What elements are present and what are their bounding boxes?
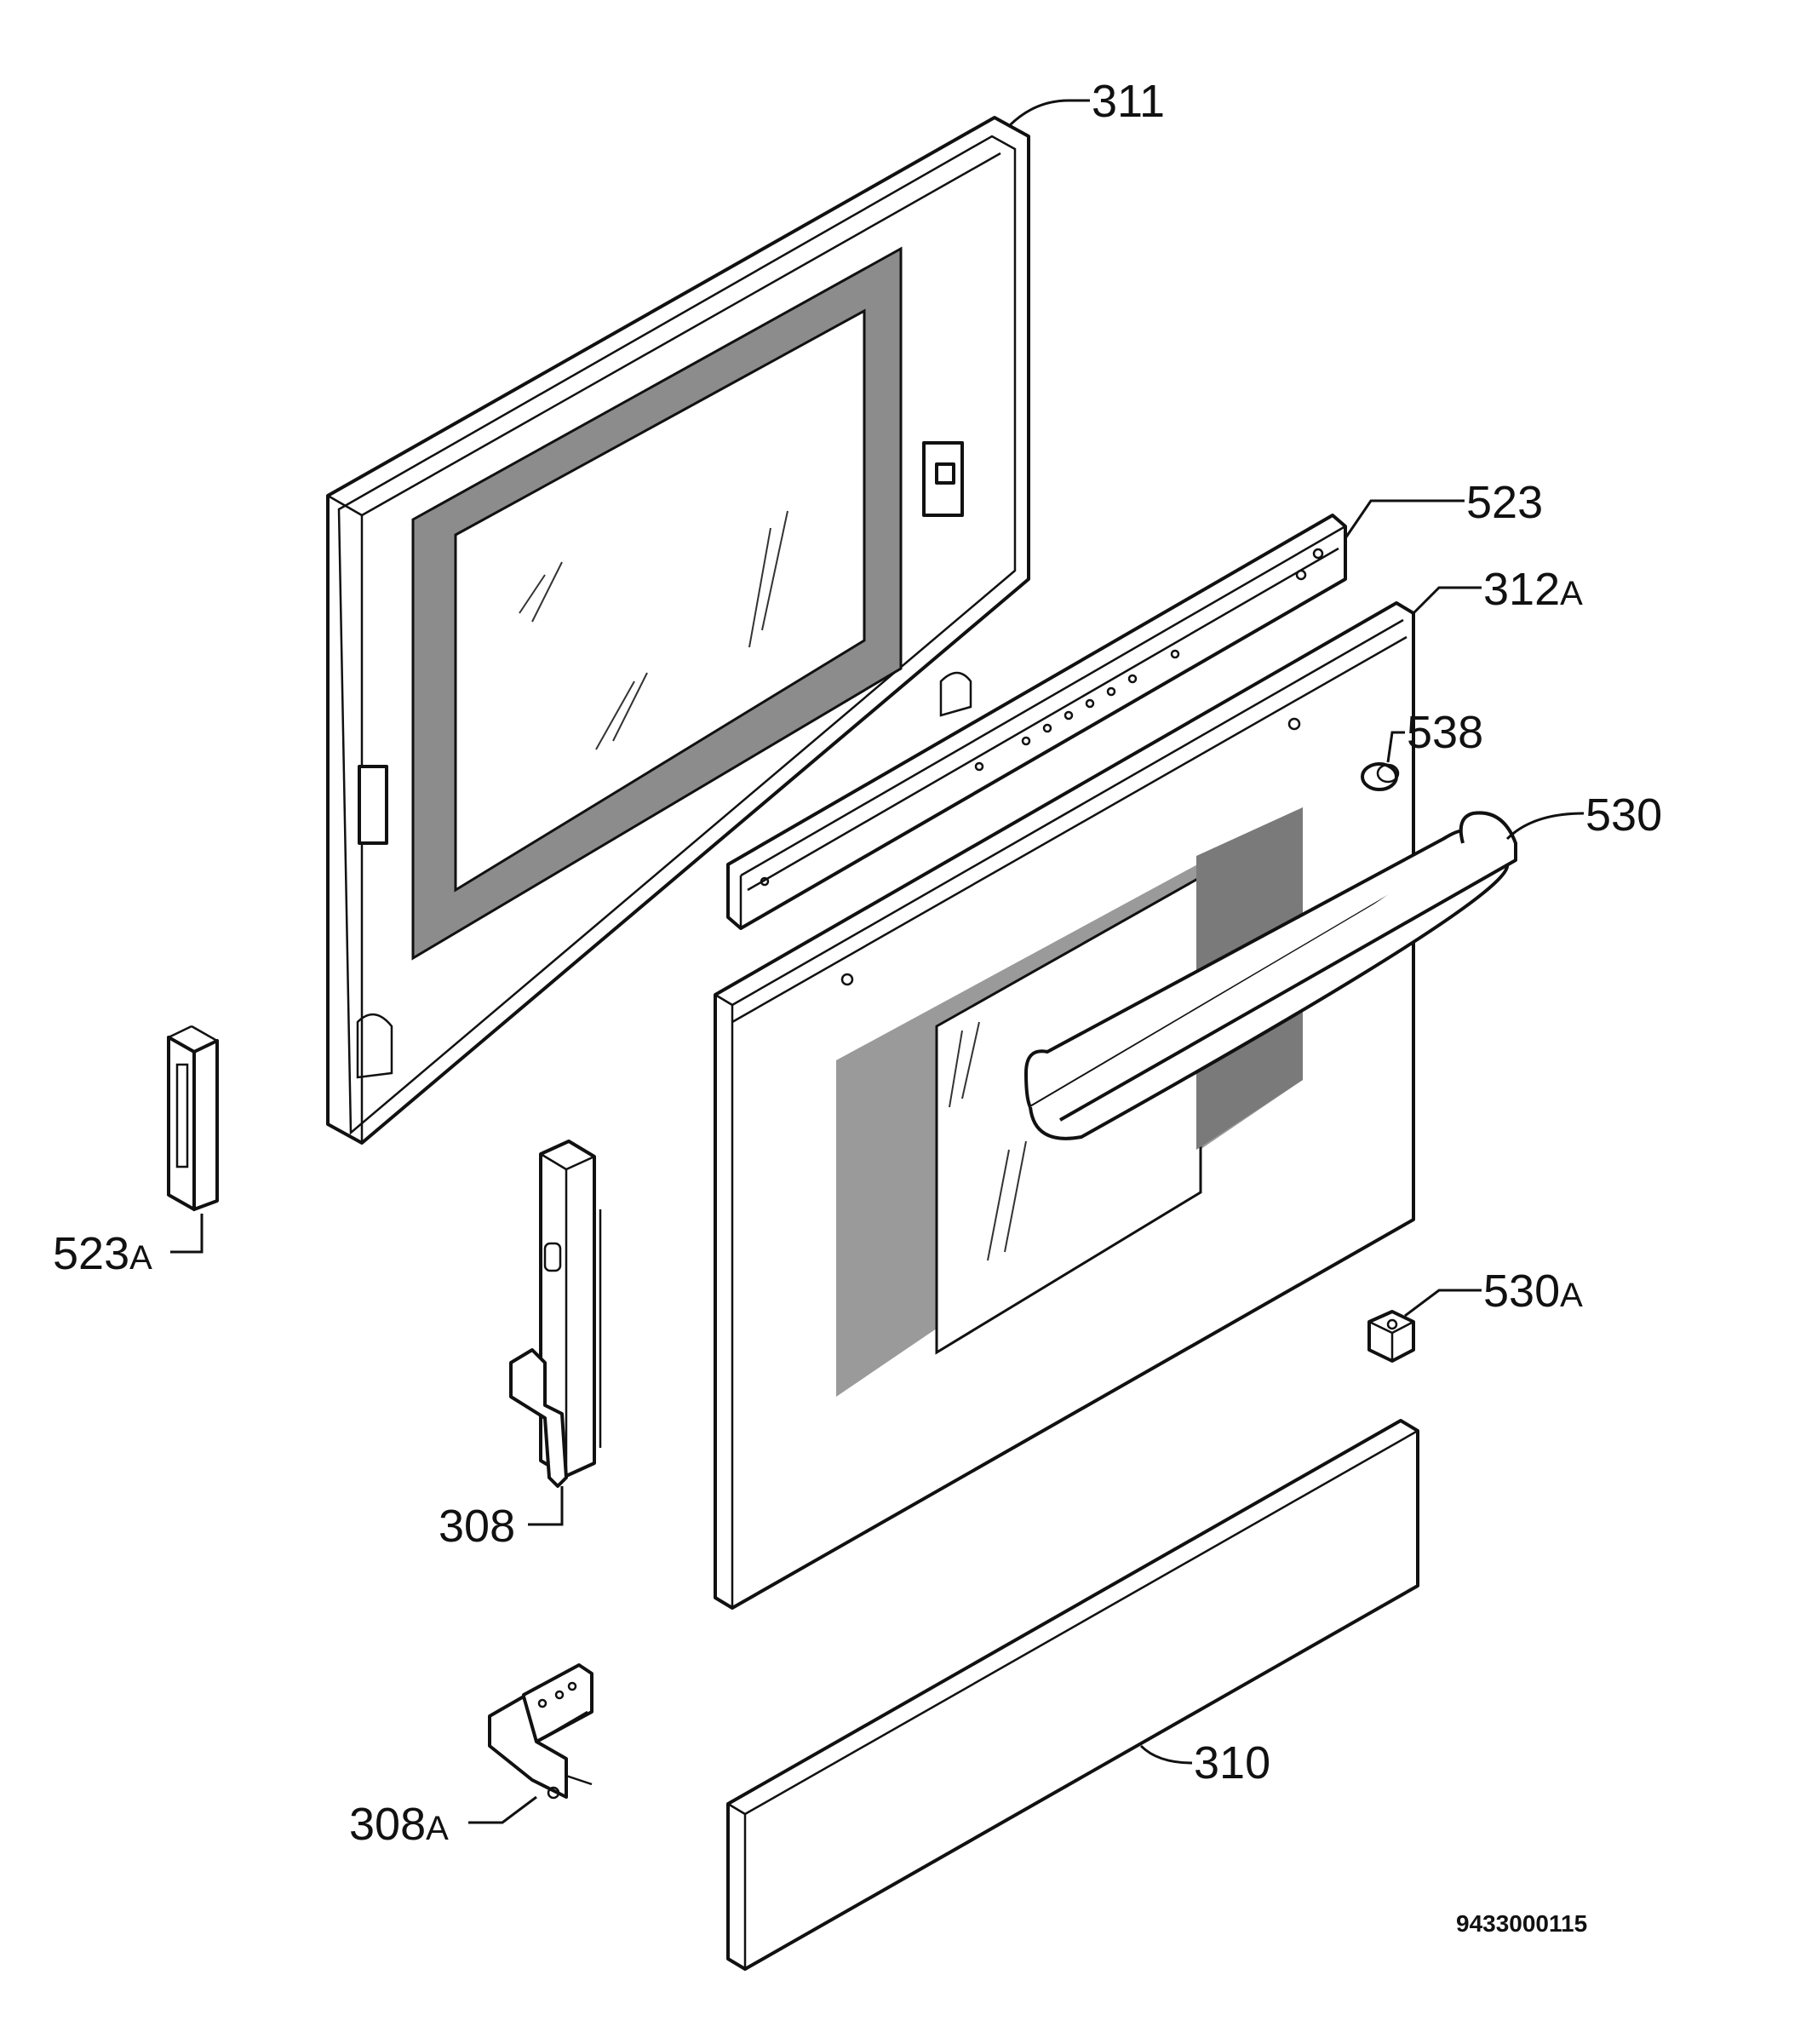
label-530A: 530A <box>1483 1266 1583 1317</box>
part-523A-side-profile[interactable] <box>167 1025 219 1211</box>
label-523A: 523A <box>53 1228 152 1279</box>
part-308-hinge[interactable] <box>509 1140 602 1488</box>
part-538-spacer[interactable] <box>1361 762 1400 791</box>
label-308: 308 <box>439 1501 515 1552</box>
label-312A: 312A <box>1483 564 1583 615</box>
label-310: 310 <box>1194 1737 1270 1788</box>
callout-labels: 311 523 312A 538 530 523A 530A 308 308A … <box>53 76 1662 1937</box>
part-523-rail[interactable] <box>726 514 1347 930</box>
part-530-handle[interactable] <box>1024 811 1517 1140</box>
part-311-inner-door[interactable] <box>326 116 1030 1145</box>
label-311: 311 <box>1092 76 1165 127</box>
label-308A: 308A <box>349 1799 449 1850</box>
label-530: 530 <box>1585 789 1662 841</box>
leader-lines <box>170 99 1585 1824</box>
part-308A-hinge-receiver[interactable] <box>488 1663 593 1800</box>
drawing-code: 9433000115 <box>1456 1910 1587 1937</box>
part-310-kick-panel[interactable] <box>726 1419 1419 1971</box>
label-523: 523 <box>1466 477 1543 528</box>
part-530A-handle-support[interactable] <box>1367 1310 1415 1363</box>
label-538: 538 <box>1407 707 1483 758</box>
